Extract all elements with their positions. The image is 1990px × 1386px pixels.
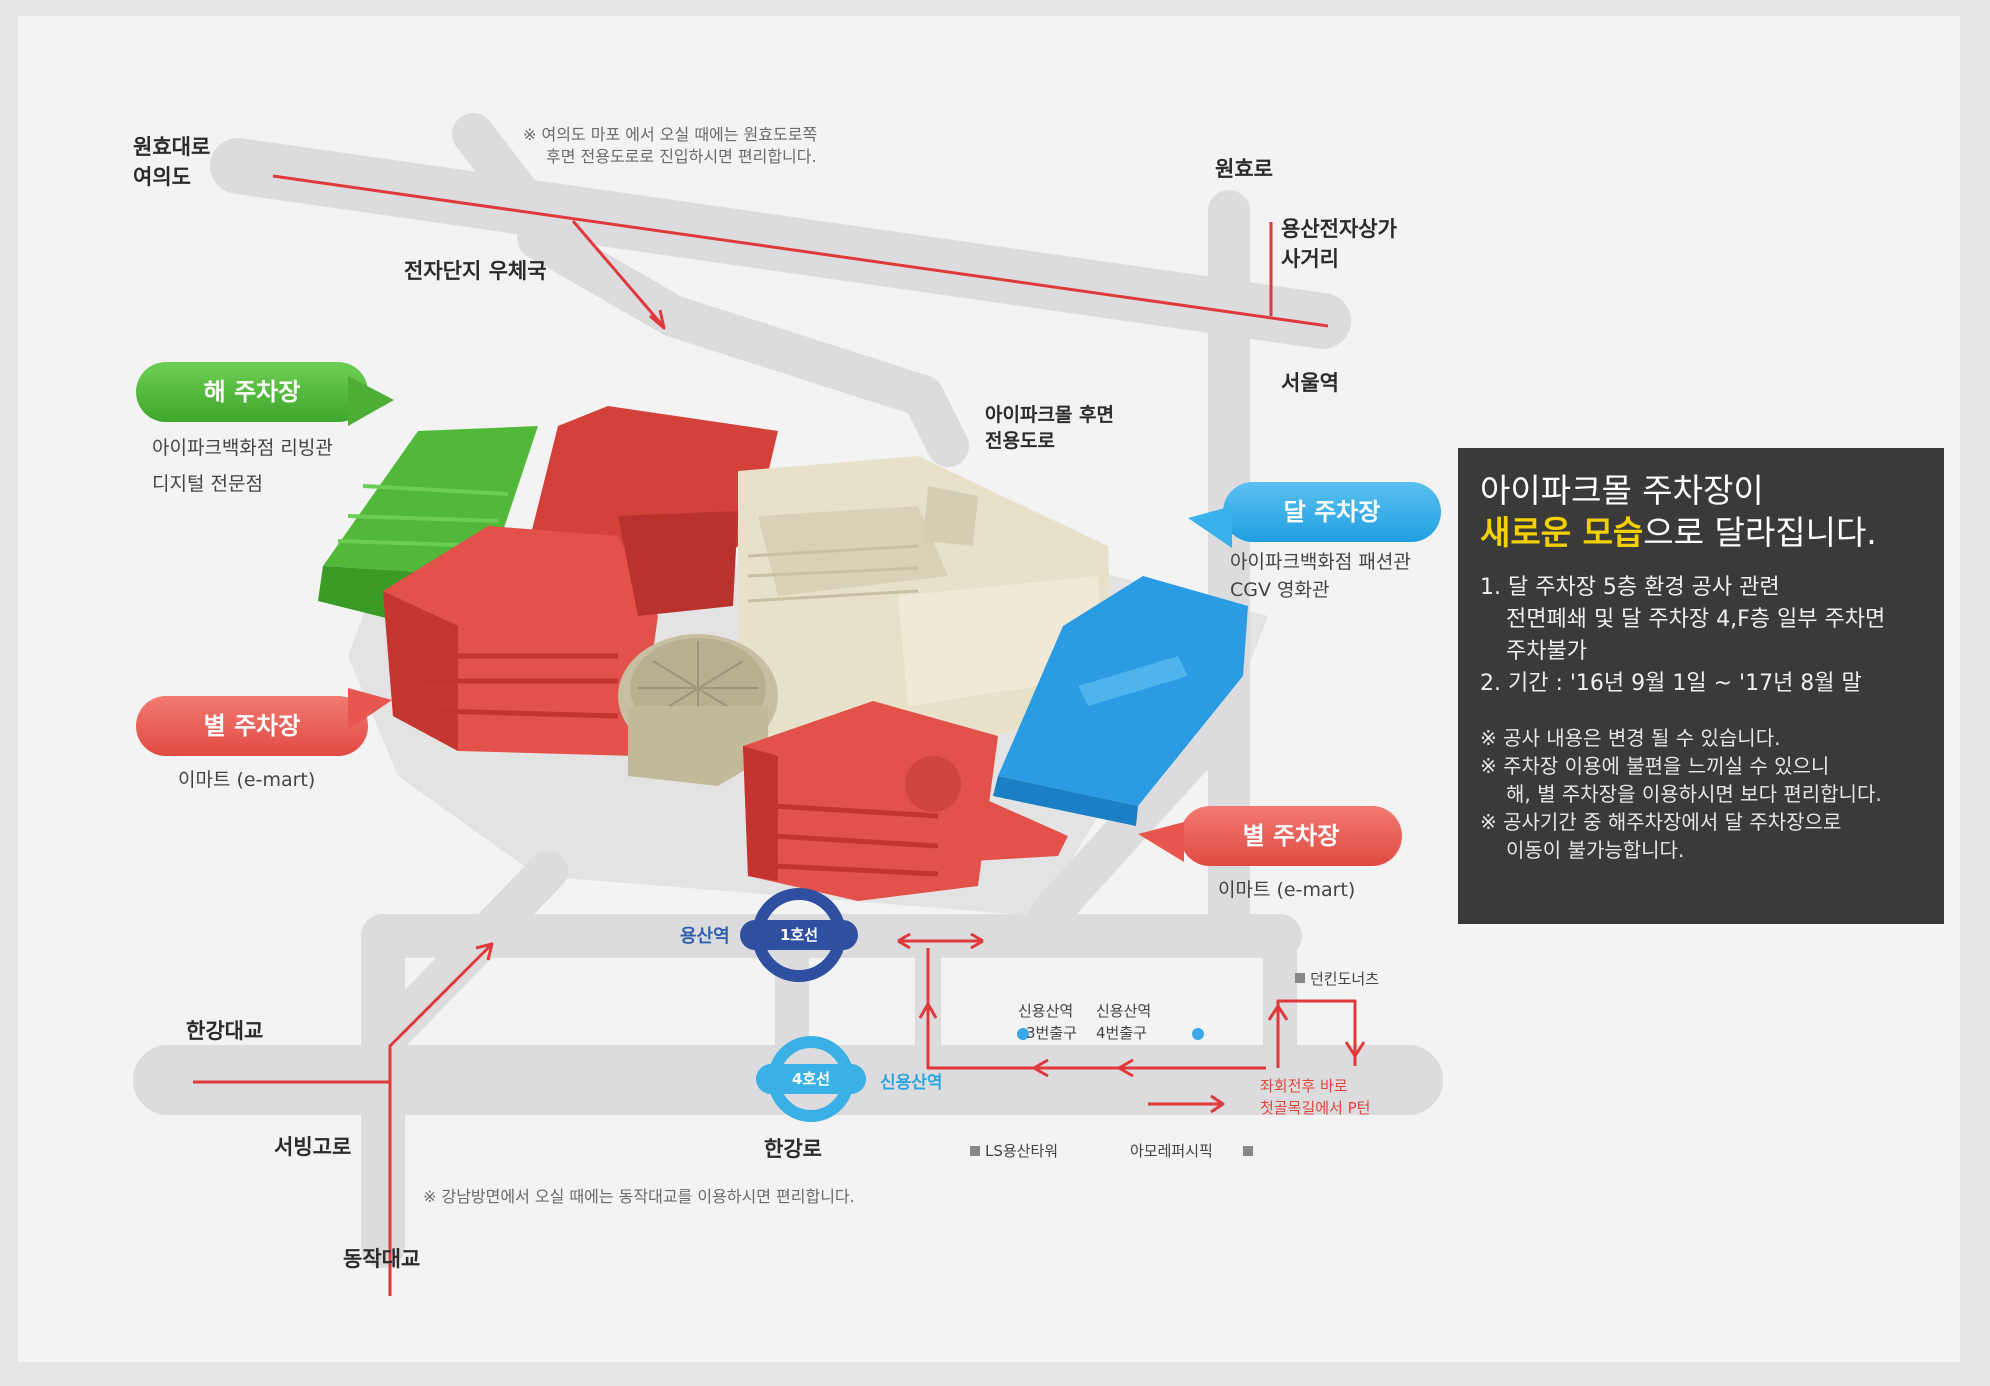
notice-title-rest: 으로 달라집니다. bbox=[1643, 513, 1877, 552]
parking-byeol-left-desc: 이마트 (e-mart) bbox=[178, 769, 316, 791]
station-sinyongsan-line: 4호선 bbox=[756, 1064, 866, 1094]
route-pturn bbox=[1276, 999, 1357, 1068]
road-seoul-lower bbox=[1028, 696, 1249, 936]
route-wonhyodaero bbox=[272, 174, 1329, 328]
parking-hae-desc-2: 디지털 전문점 bbox=[152, 473, 263, 495]
parking-hae-desc-1: 아이파크백화점 리빙관 bbox=[152, 437, 333, 459]
parking-hae-tail bbox=[348, 376, 394, 426]
station-sinyongsan-name: 신용산역 bbox=[880, 1073, 943, 1093]
roads bbox=[133, 113, 1443, 1268]
notice-title-1: 아이파크몰 주차장이 bbox=[1480, 471, 1764, 510]
parking-dal-desc-2: CGV 영화관 bbox=[1230, 579, 1330, 601]
parking-byeol-right-tail bbox=[1138, 822, 1184, 862]
route-to-ipark bbox=[571, 220, 665, 327]
notice-item1-line2: 전면폐쇄 및 달 주차장 4,F층 일부 주차면 bbox=[1506, 607, 1886, 632]
exit4-dot bbox=[1192, 1028, 1204, 1040]
road-label-dongjak-bridge: 동작대교 bbox=[343, 1247, 421, 1271]
dome bbox=[618, 634, 778, 786]
road-label-ipark-back-2: 전용도로 bbox=[985, 430, 1055, 452]
landmark-dunkin: 던킨도너츠 bbox=[1310, 970, 1380, 988]
road-label-yongsan-elec-2: 사거리 bbox=[1281, 247, 1339, 271]
notice-sub1: ※ 공사 내용은 변경 될 수 있습니다. bbox=[1480, 726, 1781, 750]
map-drawing bbox=[133, 113, 1443, 1296]
parking-map: 원효대로 여의도 전자단지 우체국 원효로 용산전자상가 사거리 서울역 아이파… bbox=[18, 16, 1960, 1362]
building-byeol-left bbox=[383, 406, 778, 756]
parking-dal-tail bbox=[1188, 506, 1232, 548]
station-yongsan-name: 용산역 bbox=[680, 926, 730, 947]
exit3-dot bbox=[1017, 1028, 1029, 1040]
road-label-hangang-bridge: 한강대교 bbox=[186, 1019, 264, 1043]
road-label-seobinggo: 서빙고로 bbox=[274, 1135, 352, 1159]
building-center bbox=[738, 456, 1113, 796]
parking-byeol-right-desc: 이마트 (e-mart) bbox=[1218, 879, 1356, 901]
note-top-1: ※ 여의도 마포 에서 오실 때에는 원효도로쪽 bbox=[523, 125, 818, 144]
notice-sub2-line2: 해, 별 주차장을 이용하시면 보다 편리합니다. bbox=[1506, 782, 1882, 806]
road-label-electronics-post: 전자단지 우체국 bbox=[404, 259, 547, 283]
routes bbox=[193, 174, 1366, 1296]
exit4-label-1: 신용산역 bbox=[1096, 1002, 1152, 1020]
route-main-loop bbox=[926, 948, 1266, 1070]
landmark-ls-tower: LS용산타워 bbox=[985, 1142, 1059, 1160]
dunkin-square bbox=[1295, 973, 1305, 983]
notice-item1-line3: 주차불가 bbox=[1506, 639, 1587, 664]
parking-dal-desc-1: 아이파크백화점 패션관 bbox=[1230, 551, 1411, 573]
parking-byeol-left-tail bbox=[348, 688, 392, 730]
road-label-wonhyoro: 원효로 bbox=[1215, 157, 1273, 181]
note-left-turn-2: 첫골목길에서 P턴 bbox=[1260, 1099, 1371, 1117]
road-ipark-back bbox=[517, 217, 969, 467]
road-label-wonhyodaero: 원효대로 bbox=[133, 135, 211, 159]
exit3-label-1: 신용산역 bbox=[1018, 1002, 1074, 1020]
note-left-turn-1: 좌회전후 바로 bbox=[1260, 1077, 1348, 1095]
notice-title-highlight: 새로운 모습 bbox=[1480, 513, 1644, 552]
notice-sub3-line1: ※ 공사기간 중 해주차장에서 달 주차장으로 bbox=[1480, 810, 1842, 834]
amore-square bbox=[1243, 1146, 1253, 1156]
notice-item2: 2. 기간 : '16년 9월 1일 ~ '17년 8월 말 bbox=[1480, 671, 1862, 696]
road-wonhyodaero bbox=[210, 138, 1351, 349]
notice-title-2: 새로운 모습으로 달라집니다. bbox=[1480, 512, 1922, 554]
parking-dal-bubble[interactable]: 달 주차장 bbox=[1223, 482, 1441, 542]
notice-item1-line1: 1. 달 주차장 5층 환경 공사 관련 bbox=[1480, 575, 1780, 600]
road-diagonal bbox=[368, 851, 568, 1056]
parking-byeol-right-bubble[interactable]: 별 주차장 bbox=[1180, 806, 1402, 866]
road-label-seoul-station: 서울역 bbox=[1281, 371, 1339, 395]
building-dal bbox=[993, 576, 1248, 826]
exit3-label-2: 3번출구 bbox=[1026, 1024, 1077, 1042]
notice-sub2-line1: ※ 주차장 이용에 불편을 느끼실 수 있으니 bbox=[1480, 754, 1830, 778]
road-label-ipark-back-1: 아이파크몰 후면 bbox=[985, 404, 1114, 426]
station-yongsan-line: 1호선 bbox=[740, 920, 858, 950]
notice-sub3-line2: 이동이 불가능합니다. bbox=[1506, 838, 1685, 862]
road-label-yongsan-elec-1: 용산전자상가 bbox=[1281, 217, 1397, 241]
building-byeol-front bbox=[743, 701, 1068, 901]
road-label-hangangro: 한강로 bbox=[764, 1137, 822, 1161]
note-bottom: ※ 강남방면에서 오실 때에는 동작대교를 이용하시면 편리합니다. bbox=[423, 1187, 855, 1206]
ls-tower-square bbox=[970, 1146, 980, 1156]
notice-panel: 아이파크몰 주차장이 새로운 모습으로 달라집니다. 1. 달 주차장 5층 환… bbox=[1458, 448, 1944, 924]
parking-byeol-left-bubble[interactable]: 별 주차장 bbox=[136, 696, 368, 756]
road-label-yeouido: 여의도 bbox=[133, 165, 191, 189]
exit4-label-2: 4번출구 bbox=[1096, 1024, 1147, 1042]
note-top-2: 후면 전용도로로 진입하시면 편리합니다. bbox=[546, 147, 817, 166]
landmark-amore: 아모레퍼시픽 bbox=[1130, 1142, 1213, 1160]
route-diagonal bbox=[388, 944, 492, 1296]
parking-hae-bubble[interactable]: 해 주차장 bbox=[136, 362, 368, 422]
